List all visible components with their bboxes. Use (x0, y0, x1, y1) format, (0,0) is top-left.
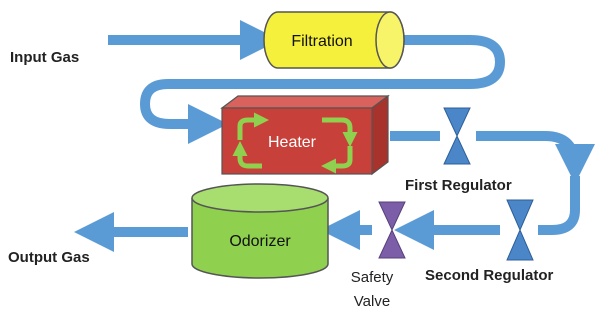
first-regulator-label: First Regulator (405, 177, 512, 194)
output-gas-label: Output Gas (8, 249, 90, 266)
safety-valve-label-line2: Valve (354, 293, 390, 310)
heater-unit: Heater (220, 94, 390, 176)
odorizer-unit: Odorizer (191, 183, 329, 279)
second-regulator-valve (506, 199, 534, 261)
heater-label: Heater (268, 134, 317, 151)
riser-pipe (538, 176, 580, 235)
input-gas-label: Input Gas (10, 49, 79, 66)
pipe-network (74, 20, 595, 252)
odorizer-label: Odorizer (229, 233, 291, 250)
first-regulator-outlet-pipe (476, 131, 595, 184)
safety-valve-label-line1: Safety (351, 269, 394, 286)
filtration-outlet-pipe (140, 35, 505, 144)
second-regulator-label: Second Regulator (425, 267, 554, 284)
first-regulator-valve (443, 107, 471, 165)
safety-valve (378, 201, 406, 259)
heater-circulation-arrows (232, 112, 358, 174)
filtration-unit: Filtration (263, 11, 405, 69)
filtration-label: Filtration (291, 33, 352, 50)
